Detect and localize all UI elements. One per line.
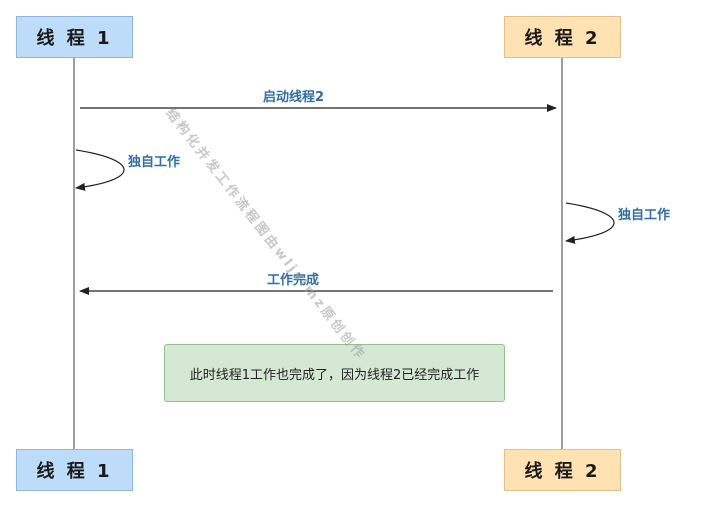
thread1-header-top: 线 程 1 — [16, 16, 133, 58]
thread1-header-bottom: 线 程 1 — [16, 449, 133, 491]
thread2-self-work-label: 独自工作 — [618, 208, 671, 223]
thread1-self-work-label: 独自工作 — [128, 155, 181, 170]
start-thread2-label: 启动线程2 — [263, 90, 325, 105]
thread2-header-top: 线 程 2 — [504, 16, 621, 58]
thread2-self-arrow — [565, 202, 615, 244]
thread2-header-bottom: 线 程 2 — [504, 449, 621, 491]
work-done-label: 工作完成 — [267, 273, 320, 288]
thread1-self-arrow — [75, 149, 125, 191]
completion-note: 此时线程1工作也完成了，因为线程2已经完成工作 — [164, 344, 505, 402]
